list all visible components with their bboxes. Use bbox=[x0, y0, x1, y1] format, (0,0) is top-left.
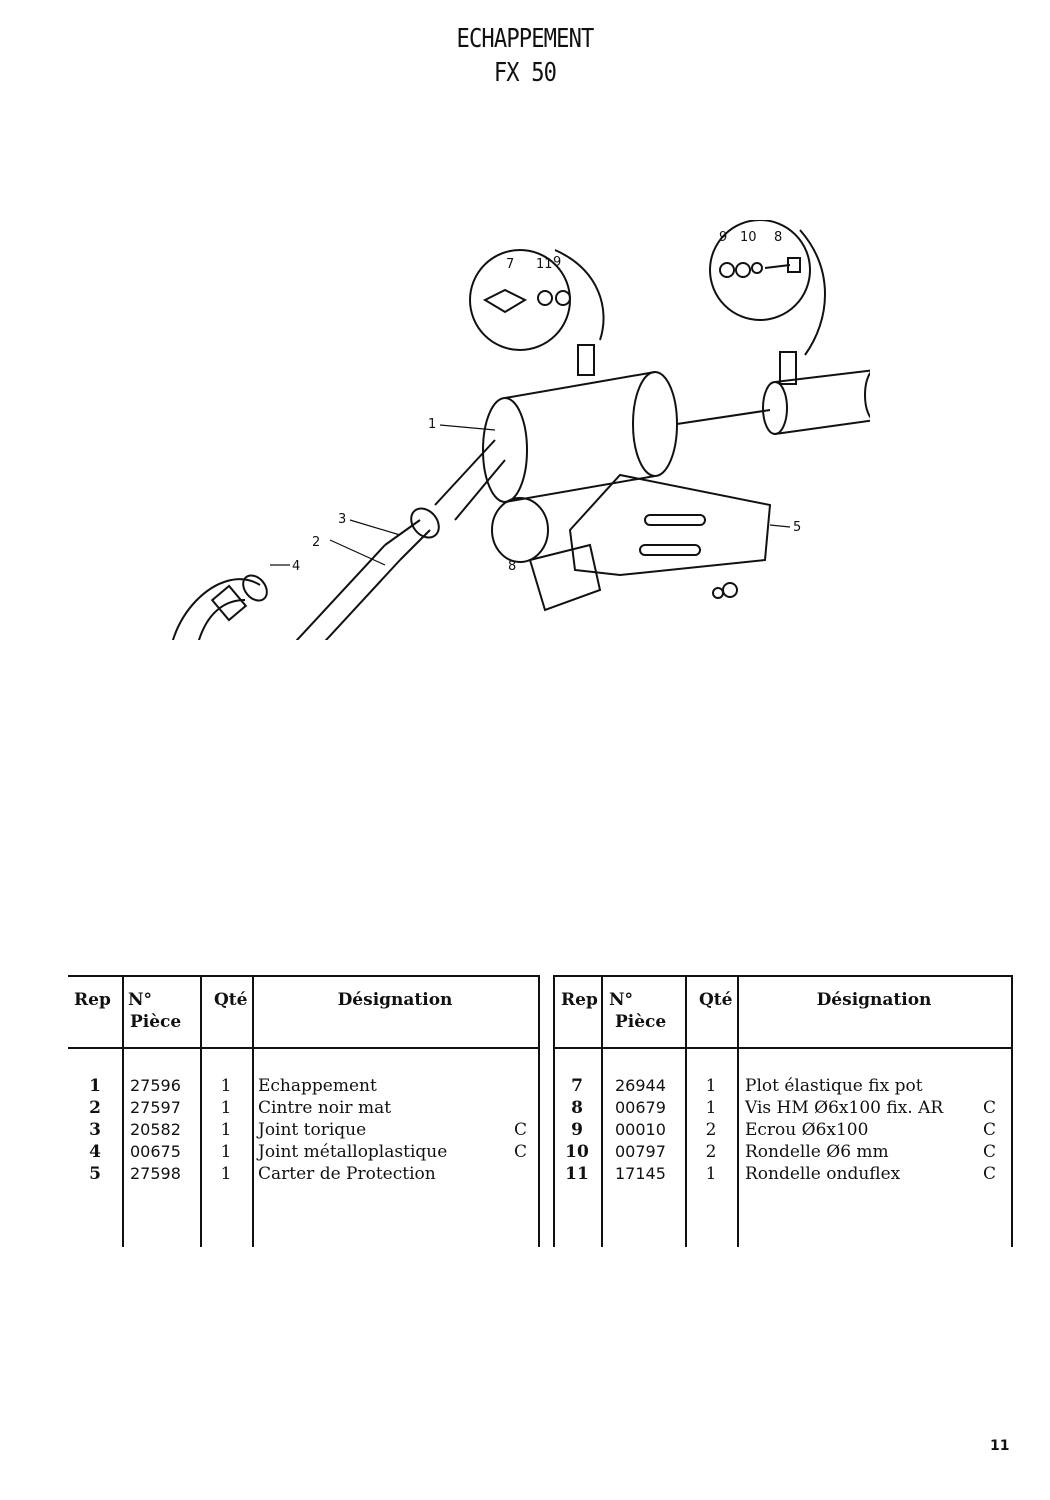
row-qte: 2 bbox=[705, 1120, 717, 1140]
row-rep: 2 bbox=[89, 1098, 101, 1118]
row-qte: 1 bbox=[705, 1098, 717, 1118]
row-qte: 1 bbox=[705, 1076, 717, 1096]
callout-label: 8 bbox=[508, 559, 516, 574]
row-designation: Carter de Protection bbox=[258, 1164, 436, 1184]
row-qte: 1 bbox=[220, 1164, 232, 1184]
row-rep: 1 bbox=[89, 1076, 101, 1096]
header-num: N° bbox=[609, 990, 634, 1010]
row-code: C bbox=[514, 1142, 528, 1162]
row-rep: 10 bbox=[565, 1142, 589, 1162]
header-rep: Rep bbox=[74, 990, 111, 1010]
row-piece: 00679 bbox=[615, 1098, 666, 1117]
row-code: C bbox=[983, 1142, 997, 1162]
header-rep: Rep bbox=[561, 990, 598, 1010]
row-rep: 3 bbox=[89, 1120, 101, 1140]
row-piece: 26944 bbox=[615, 1076, 666, 1095]
row-piece: 00675 bbox=[130, 1142, 181, 1161]
row-piece: 17145 bbox=[615, 1164, 666, 1183]
row-piece: 00010 bbox=[615, 1120, 666, 1139]
row-code: C bbox=[983, 1164, 997, 1184]
parts-table-left: Rep N° Pièce Qté Désignation 1 27596 1 Echa… bbox=[68, 975, 540, 1247]
row-qte: 1 bbox=[705, 1164, 717, 1184]
model-name: FX 50 bbox=[493, 58, 557, 88]
row-rep: 4 bbox=[89, 1142, 101, 1162]
header-designation: Désignation bbox=[337, 990, 453, 1010]
header-num: N° bbox=[128, 990, 153, 1010]
row-designation: Joint métalloplastique bbox=[258, 1142, 448, 1162]
page-number: 11 bbox=[990, 1438, 1010, 1454]
row-code: C bbox=[514, 1120, 528, 1140]
row-qte: 2 bbox=[705, 1142, 717, 1162]
exhaust-exploded-diagram: 1 2 3 4 5 7 11 9 9 10 8 8 bbox=[172, 220, 870, 640]
row-rep: 11 bbox=[565, 1164, 589, 1184]
callout-label: 10 bbox=[740, 230, 757, 245]
row-code: C bbox=[983, 1098, 997, 1118]
callout-label: 9 bbox=[553, 255, 561, 270]
row-rep: 5 bbox=[89, 1164, 101, 1184]
row-designation: Vis HM Ø6x100 fix. AR bbox=[745, 1098, 944, 1118]
row-designation: Cintre noir mat bbox=[258, 1098, 392, 1118]
header-qte: Qté bbox=[214, 990, 248, 1010]
row-designation: Rondelle Ø6 mm bbox=[745, 1142, 889, 1162]
callout-label: 9 bbox=[719, 230, 727, 245]
row-designation: Plot élastique fix pot bbox=[745, 1076, 923, 1096]
row-piece: 27597 bbox=[130, 1098, 181, 1117]
row-designation: Ecrou Ø6x100 bbox=[745, 1120, 869, 1140]
row-piece: 27598 bbox=[130, 1164, 181, 1183]
callout-label: 2 bbox=[312, 535, 320, 550]
row-qte: 1 bbox=[220, 1098, 232, 1118]
row-designation: Echappement bbox=[258, 1076, 377, 1096]
parts-table-right: Rep N° Pièce Qté Désignation 7 26944 1 Plot… bbox=[553, 975, 1013, 1247]
header-piece: Pièce bbox=[130, 1012, 182, 1032]
header-piece: Pièce bbox=[615, 1012, 667, 1032]
callout-label: 5 bbox=[793, 520, 801, 535]
row-piece: 00797 bbox=[615, 1142, 666, 1161]
row-qte: 1 bbox=[220, 1120, 232, 1140]
row-qte: 1 bbox=[220, 1076, 232, 1096]
header-qte: Qté bbox=[699, 990, 733, 1010]
callout-label: 3 bbox=[338, 512, 346, 527]
row-rep: 8 bbox=[571, 1098, 583, 1118]
row-code: C bbox=[983, 1120, 997, 1140]
header-designation: Désignation bbox=[816, 990, 932, 1010]
row-rep: 7 bbox=[571, 1076, 583, 1096]
row-piece: 20582 bbox=[130, 1120, 181, 1139]
callout-label: 1 bbox=[428, 417, 436, 432]
row-piece: 27596 bbox=[130, 1076, 181, 1095]
callout-label: 7 bbox=[506, 257, 514, 272]
callout-label: 8 bbox=[774, 230, 782, 245]
callout-label: 4 bbox=[292, 559, 300, 574]
row-qte: 1 bbox=[220, 1142, 232, 1162]
callout-label: 11 bbox=[536, 257, 553, 272]
row-designation: Rondelle onduflex bbox=[745, 1164, 901, 1184]
row-designation: Joint torique bbox=[258, 1120, 367, 1140]
row-rep: 9 bbox=[571, 1120, 583, 1140]
page-title: ECHAPPEMENT bbox=[456, 24, 594, 54]
